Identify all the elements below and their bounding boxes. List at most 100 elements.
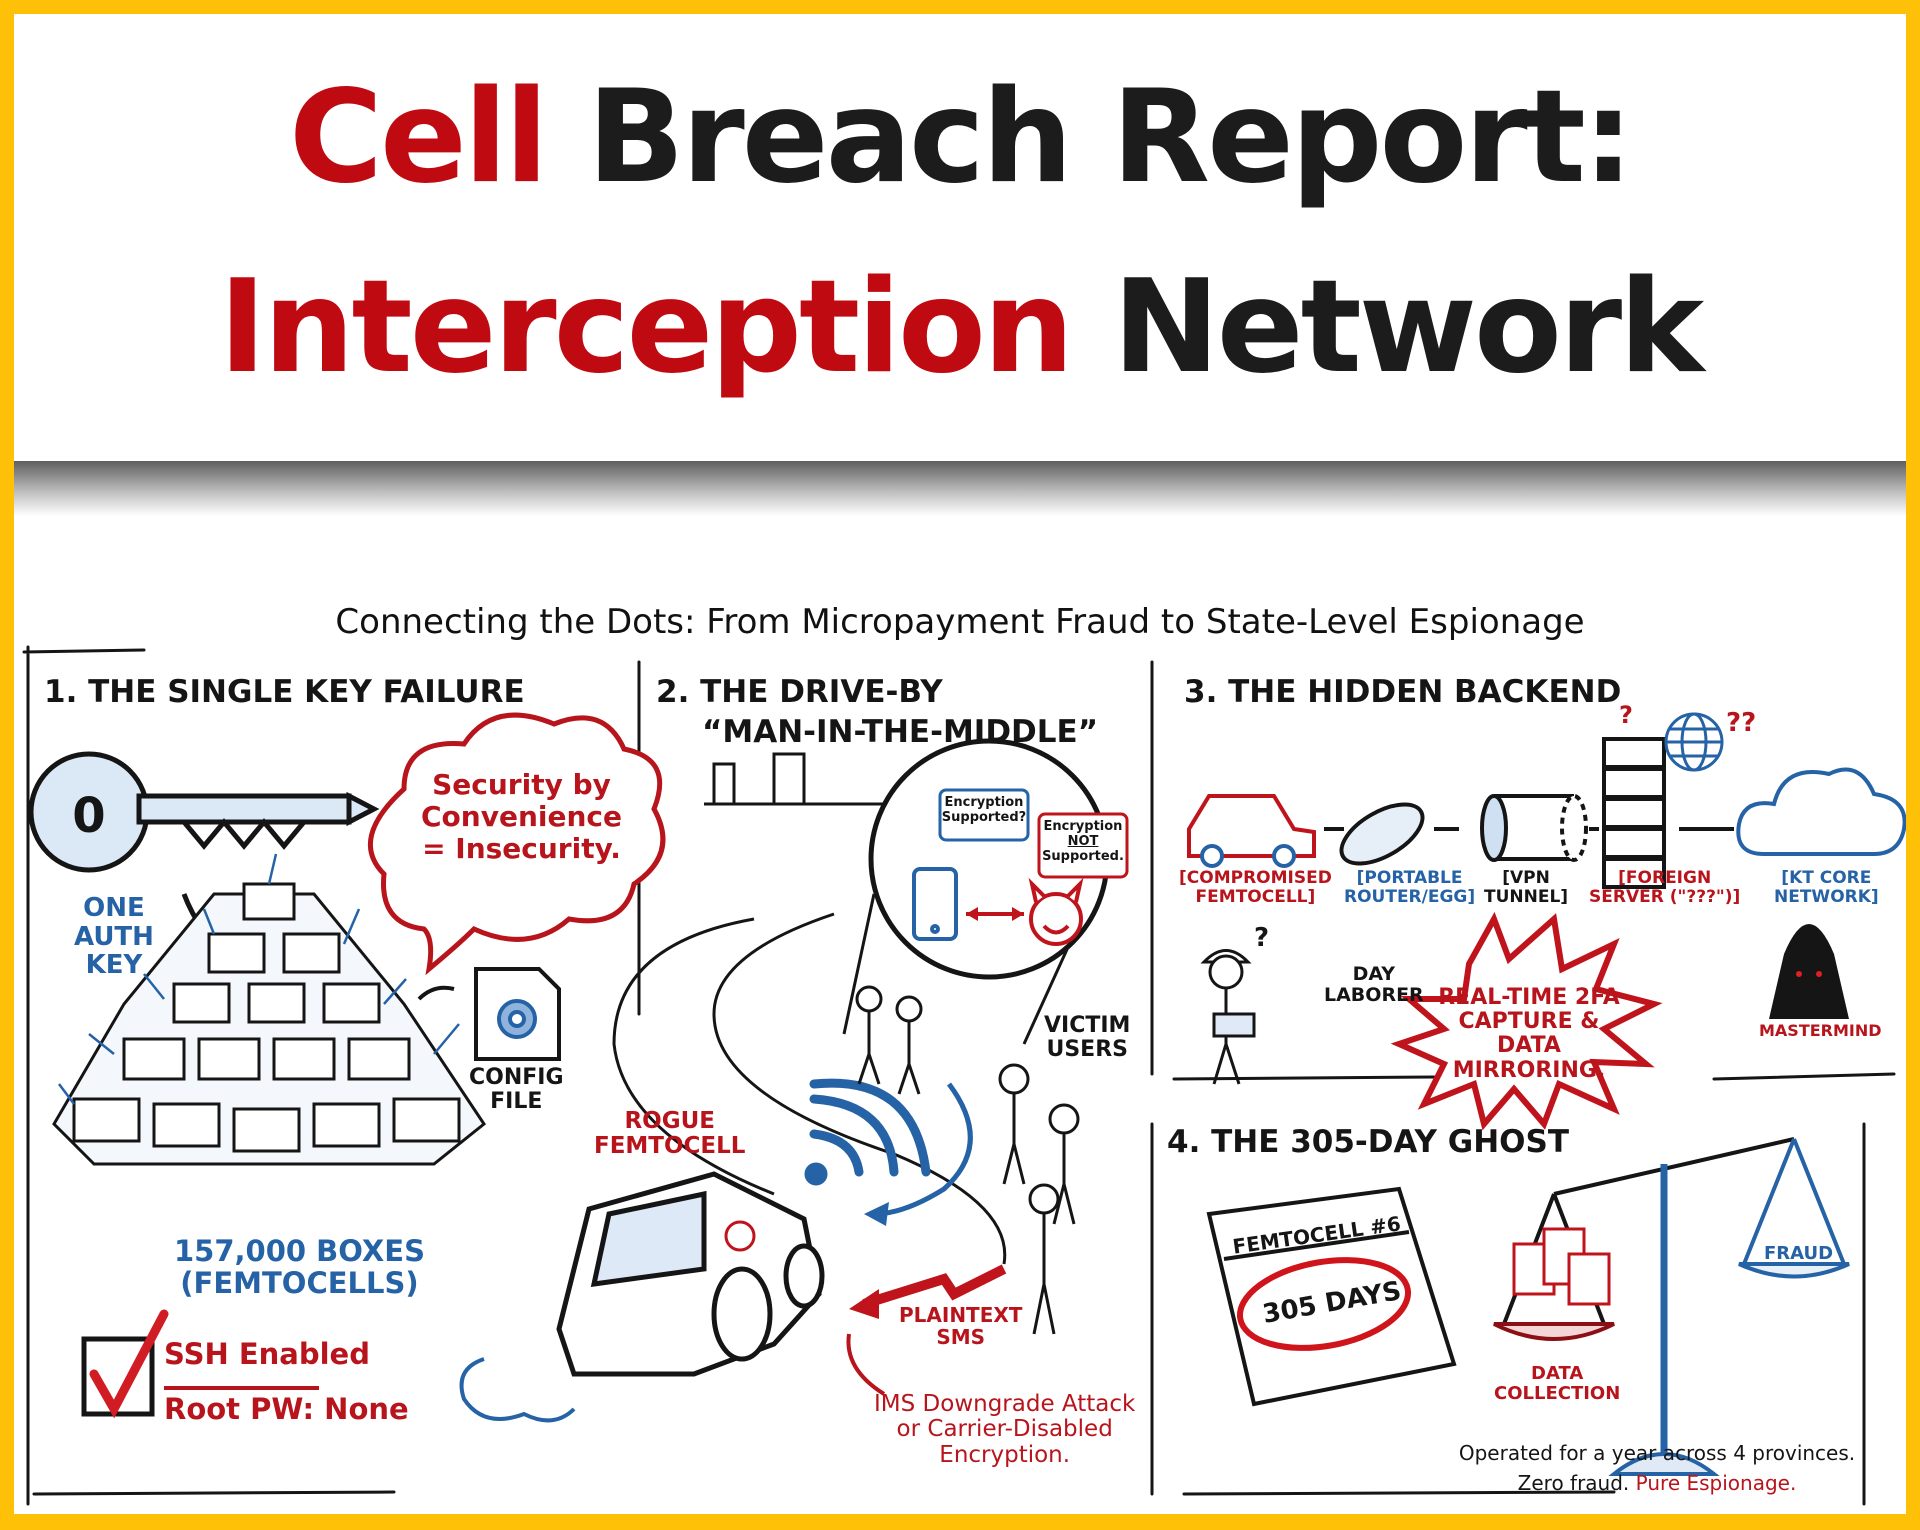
signal-arrow-icon [873,1082,973,1217]
panel3-heading: 3. THE HIDDEN BACKEND [1184,674,1622,710]
kt-cloud-icon [1736,767,1906,856]
rogue-femtocell-label: ROGUE FEMTOCELL [594,1108,746,1160]
label-line: LABORER [1324,983,1424,1006]
config-file-icon [474,967,561,1061]
ims-downgrade-label: IMS Downgrade Attack or Carrier-Disabled… [874,1391,1136,1468]
panel1-heading: 1. THE SINGLE KEY FAILURE [44,674,525,710]
cloud-line: = Insecurity. [422,832,621,866]
chain-label-kt-core: [KT CORE NETWORK] [1774,869,1879,906]
calendar-icon [1206,1186,1457,1407]
label-line: COLLECTION [1494,1382,1621,1404]
footer-line-1: Operated for a year across 4 provinces. [1458,1441,1856,1465]
downgrade-arrow-icon [846,1333,886,1396]
fraud-label: FRAUD [1764,1243,1834,1264]
burst-line: MIRRORING. [1452,1057,1606,1083]
bubble-line-underlined: NOT [1067,833,1099,849]
boxes-count-label: 157,000 BOXES (FEMTOCELLS) [174,1235,425,1300]
burst-text: REAL-TIME 2FA CAPTURE & DATA MIRRORING. [1424,985,1634,1083]
vpn-tunnel-icon [1480,794,1588,862]
label-line: ROUTER/EGG] [1344,886,1476,907]
bubble-line: Encryption [1043,819,1123,834]
plaintext-sms-label: PLAINTEXT SMS [899,1304,1022,1348]
label-line: [VPN [1502,868,1550,888]
label-line: PLAINTEXT [899,1303,1023,1327]
config-arrow-icon [417,985,455,1001]
security-by-convenience-text: Security by Convenience = Insecurity. [409,768,634,866]
title-black-word-2: Network [1071,253,1705,402]
phone-speech-bubble [938,788,1030,842]
label-line: NETWORK] [1774,886,1879,907]
label-line: SERVER ("???")] [1589,886,1741,907]
cloud-line: Security by [432,768,611,801]
exhaust-cloud-icon [459,1357,576,1423]
label-line: Encryption. [939,1441,1071,1468]
panel34-separator [1172,1072,1896,1081]
panel1-frame [22,645,146,1506]
panel4-heading: 4. THE 305-DAY GHOST [1167,1124,1569,1160]
foreign-server-icon [1602,737,1666,889]
portable-router-icon [1339,802,1425,866]
label-line: [FOREIGN [1618,868,1712,888]
data-collection-label: DATA COLLECTION [1494,1364,1620,1404]
title-line-2: Interception Network [14,264,1906,392]
title-banner: Cell Breach Report: Interception Network [14,14,1906,459]
ssh-enabled-label: SSH Enabled [164,1337,370,1371]
mastermind-label: MASTERMIND [1759,1021,1882,1040]
label-line: VICTIM [1044,1013,1131,1038]
bubble-line: Supported? [941,809,1027,825]
label-line: ROGUE [624,1108,715,1134]
balance-scale-icon [1493,1137,1850,1476]
bubble-line: Encryption [944,795,1024,810]
sketch-art: 0 [22,645,1906,1506]
day-laborer-label: DAY LABORER [1324,964,1424,1006]
title-red-word-2: Interception [218,253,1074,402]
label-line: KEY [85,950,143,981]
panel2-heading-line1: 2. THE DRIVE-BY [656,674,943,710]
devil-face-icon [1028,877,1084,946]
label-line: FEMTOCELL [594,1133,746,1160]
burst-line: REAL-TIME 2FA [1438,985,1620,1010]
laborer-question: ? [1254,923,1270,953]
subtitle: Connecting the Dots: From Micropayment F… [335,602,1585,642]
label-line: (FEMTOCELLS) [180,1265,419,1300]
victim-users-icon [855,985,1080,1335]
smartphone-icon [912,867,958,941]
red-circle-highlight [1236,1257,1412,1351]
day-laborer-icon [1200,949,1256,1085]
femtocell-pile-icon [52,853,487,1166]
footer-line-2: Zero fraud. Pure Espionage. [1422,1472,1892,1494]
phone-bubble-text: Encryption Supported? [940,795,1028,826]
title-black-words: Breach Report: [545,63,1634,212]
checkbox-checked-icon [81,1309,169,1419]
devil-bubble-text: Encryption NOT Supported. [1039,819,1127,865]
label-line: CONFIG [469,1065,564,1090]
title-line-1: Cell Breach Report: [14,74,1906,202]
mastermind-hood-icon [1769,924,1849,1019]
question-marks: ?? [1726,708,1757,738]
label-line: SMS [936,1325,986,1349]
config-file-label: CONFIG FILE [469,1065,564,1115]
zero-fraud-text: Zero fraud. [1517,1471,1630,1495]
plaintext-bolt-icon [862,1264,1007,1309]
key-glyph: 0 [72,788,105,844]
label-line: [COMPROMISED [1179,868,1332,888]
key-icon [28,751,380,873]
label-line: IMS Downgrade Attack [874,1391,1136,1417]
devil-speech-bubble [1037,812,1129,879]
infographic-frame: Cell Breach Report: Interception Network… [14,14,1906,1514]
globe-icon [1664,712,1724,772]
documents-pile-icon [1512,1227,1611,1306]
victim-users-label: VICTIM USERS [1044,1013,1131,1063]
one-auth-key-label: ONE AUTH KEY [74,894,154,980]
chain-label-router: [PORTABLE ROUTER/EGG] [1344,869,1475,906]
root-pw-label: Root PW: None [164,1392,409,1426]
pure-espionage-text: Pure Espionage. [1629,1471,1797,1495]
starburst-icon [1390,911,1663,1131]
label-line: or Carrier-Disabled [896,1416,1113,1443]
label-line: [KT CORE [1781,868,1872,888]
chain-label-compromised: [COMPROMISED FEMTOCELL] [1179,869,1332,906]
label-line: USERS [1046,1037,1128,1063]
label-line: FILE [490,1089,543,1115]
label-line: DAY [1352,963,1396,985]
chain-label-vpn: [VPN TUNNEL] [1484,869,1568,906]
